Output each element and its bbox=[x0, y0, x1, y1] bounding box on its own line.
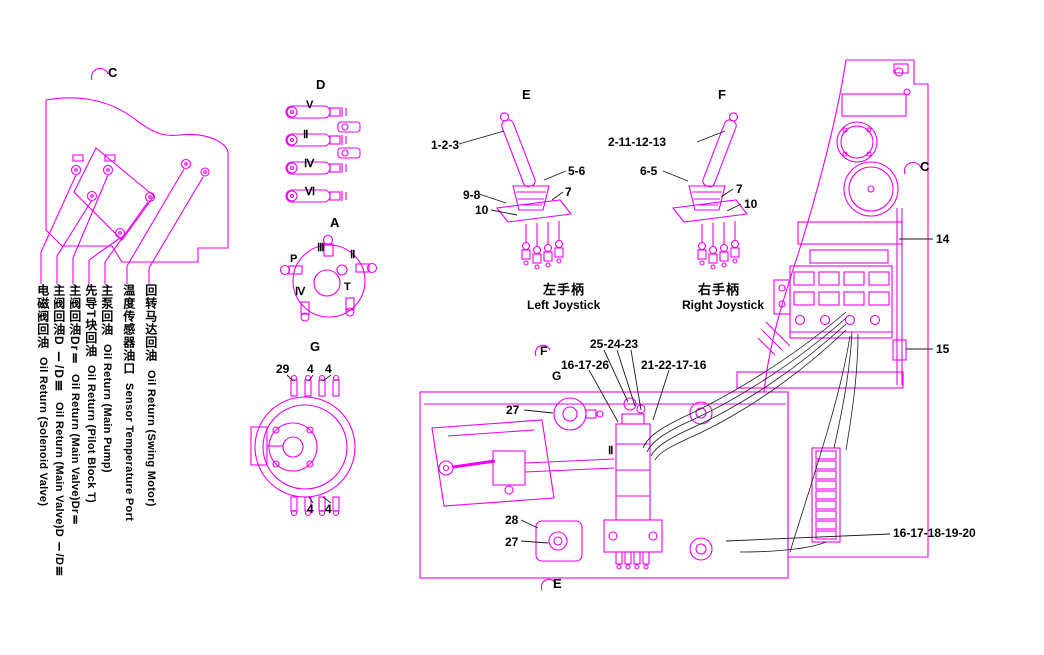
left-joystick-title-en: Left Joystick bbox=[527, 298, 601, 312]
connector-d-pin-2: Ⅱ bbox=[303, 129, 309, 141]
section-label-c-left: C bbox=[108, 65, 118, 80]
callout-gauge-bottom-4b: 4 bbox=[325, 502, 332, 516]
port-label-solenoid-valve: 电磁阀回油 Oil Return (Solenoid Valve) bbox=[34, 284, 51, 602]
gauge-g-art bbox=[250, 374, 356, 517]
section-arc-c-left bbox=[90, 67, 109, 81]
console-pin-2: Ⅱ bbox=[608, 445, 614, 457]
connector-d-pin-6: Ⅵ bbox=[305, 186, 316, 198]
section-label-g-mid: G bbox=[552, 369, 562, 383]
callout-console-group-right: 21-22-17-16 bbox=[641, 358, 707, 372]
section-label-e-bottom: E bbox=[553, 576, 562, 591]
section-arc-f-mid bbox=[534, 344, 551, 357]
callout-left-joystick-top: 1-2-3 bbox=[431, 138, 460, 152]
section-arc-c-right bbox=[903, 161, 922, 175]
port-label-zh: 温度传感器油口 bbox=[121, 284, 136, 375]
section-label-g-left: G bbox=[310, 339, 321, 354]
left-joystick-art bbox=[495, 112, 573, 270]
callout-right-joystick-right-upper: 7 bbox=[736, 182, 743, 196]
port-label-zh: 回转马达回油 bbox=[143, 284, 158, 362]
connector-a-pin-4: Ⅳ bbox=[295, 286, 306, 298]
callout-console-27: 27 bbox=[505, 535, 519, 549]
callout-gauge-top-4b: 4 bbox=[325, 362, 332, 376]
port-label-zh: 主泵回油 bbox=[99, 284, 114, 336]
callout-console-group-left: 16-17-26 bbox=[561, 358, 610, 372]
callout-console-28: 28 bbox=[505, 513, 519, 527]
callout-console-dial-27: 27 bbox=[506, 403, 520, 417]
port-label-sensor-temperature: 温度传感器油口 Sensor Temperature Port bbox=[120, 284, 137, 602]
callout-left-joystick-right-upper: 5-6 bbox=[568, 164, 586, 178]
callout-cab-15: 15 bbox=[936, 342, 950, 356]
callout-left-joystick-right-lower: 7 bbox=[565, 185, 572, 199]
port-label-en: Oil Return (Pilot Block T) bbox=[84, 365, 97, 504]
section-label-c-right: C bbox=[920, 159, 930, 174]
section-arc-e-bottom bbox=[540, 578, 557, 591]
callout-cab-14: 14 bbox=[936, 232, 950, 246]
port-label-en: Sensor Temperature Port bbox=[122, 383, 135, 522]
connector-a-art bbox=[279, 234, 378, 322]
black-linework bbox=[286, 130, 933, 553]
port-label-main-valve-dr2: 主阀回油DrⅡ Oil Return (Main Valve)DrⅡ bbox=[66, 284, 83, 602]
callout-left-joystick-left: 9-8 bbox=[463, 188, 481, 202]
hose-bundle bbox=[642, 311, 859, 553]
callout-cab-bottom: 16-17-18-19-20 bbox=[893, 526, 976, 540]
section-label-f-mid: F bbox=[540, 344, 548, 358]
connector-a-pin-2: Ⅱ bbox=[350, 249, 356, 261]
port-label-en: Oil Return (Main Valve)DrⅡ bbox=[68, 374, 81, 528]
right-joystick-title-zh: 右手柄 bbox=[698, 282, 741, 297]
callout-right-joystick-top: 2-11-12-13 bbox=[608, 135, 667, 149]
section-label-d: D bbox=[316, 77, 326, 92]
connector-a-pin-3: Ⅲ bbox=[317, 242, 325, 254]
port-label-zh: 主阀回油D Ⅰ/DⅢ bbox=[51, 284, 66, 394]
console-art bbox=[419, 391, 789, 579]
port-label-zh: 主阀回油DrⅡ bbox=[67, 284, 82, 367]
port-label-zh: 电磁阀回油 bbox=[35, 284, 50, 349]
connector-d-art bbox=[285, 105, 361, 203]
leader-lines bbox=[286, 130, 933, 544]
callout-gauge-top-4a: 4 bbox=[307, 362, 314, 376]
section-label-e-top: E bbox=[522, 87, 531, 102]
port-label-pilot-block-t: 先导T块回油 Oil Return (Pilot Block T) bbox=[82, 284, 99, 602]
port-label-en: Oil Return (Solenoid Valve) bbox=[36, 357, 49, 507]
callout-right-joystick-right-lower: 10 bbox=[744, 197, 758, 211]
cab-profile-art bbox=[736, 59, 929, 558]
section-label-a: A bbox=[330, 215, 340, 230]
pink-linework bbox=[40, 59, 929, 591]
callout-left-joystick-bottom: 10 bbox=[475, 203, 489, 217]
callout-gauge-29: 29 bbox=[276, 362, 290, 376]
port-label-swing-motor: 回转马达回油 Oil Return (Swing Motor) bbox=[142, 284, 159, 602]
port-label-en: Oil Return (Main Valve)D Ⅰ/DⅢ bbox=[52, 402, 65, 579]
port-label-main-pump: 主泵回油 Oil Return (Main Pump) bbox=[98, 284, 115, 602]
port-label-en: Oil Return (Main Pump) bbox=[100, 344, 113, 473]
connector-a-pin-p: P bbox=[290, 253, 298, 265]
floor-plate-c bbox=[40, 97, 229, 284]
port-label-zh: 先导T块回油 bbox=[83, 284, 98, 358]
port-label-en: Oil Return (Swing Motor) bbox=[144, 370, 157, 507]
connector-d-pin-v: V bbox=[306, 99, 314, 111]
callout-console-group-top: 25-24-23 bbox=[590, 337, 639, 351]
section-label-f-top: F bbox=[718, 87, 726, 102]
port-label-main-valve-d1-d3: 主阀回油D Ⅰ/DⅢ Oil Return (Main Valve)D Ⅰ/DⅢ bbox=[50, 284, 67, 602]
connector-a-pin-t: T bbox=[344, 281, 351, 293]
callout-gauge-bottom-4a: 4 bbox=[307, 502, 314, 516]
callout-right-joystick-left: 6-5 bbox=[640, 164, 658, 178]
connector-d-pin-4: Ⅳ bbox=[304, 158, 315, 170]
left-joystick-title-zh: 左手柄 bbox=[543, 282, 586, 297]
right-joystick-art bbox=[671, 112, 749, 270]
right-joystick-title-en: Right Joystick bbox=[682, 298, 765, 312]
